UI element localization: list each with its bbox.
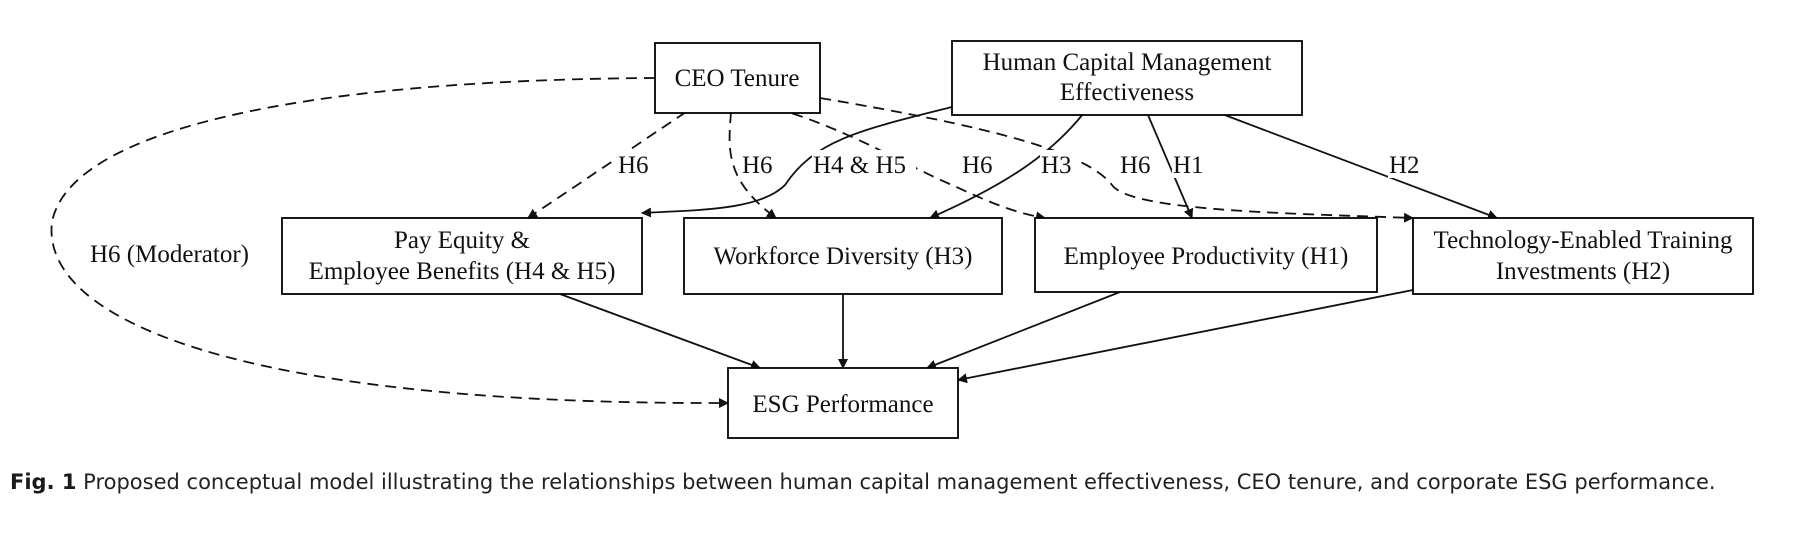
- node-esg-performance-label: ESG Performance: [752, 391, 933, 418]
- node-employee-productivity-label: Employee Productivity (H1): [1064, 243, 1349, 270]
- edge-label-ceo-esg-moderator: H6 (Moderator): [90, 241, 249, 268]
- node-hcm-label-line1: Human Capital Management: [983, 49, 1272, 76]
- node-pay-equity: Pay Equity & Employee Benefits (H4 & H5): [281, 217, 643, 295]
- node-pay-equity-label-line2: Employee Benefits (H4 & H5): [309, 258, 616, 285]
- node-hcm-effectiveness: Human Capital Management Effectiveness: [951, 40, 1303, 116]
- figure-caption: Fig. 1 Proposed conceptual model illustr…: [10, 466, 1770, 499]
- node-esg-performance: ESG Performance: [727, 367, 959, 439]
- edge-training-to-esg: [957, 289, 1414, 384]
- edge-labels: H6 H6 H6 H6 H6 (Moderator) H4 & H5 H3 H1…: [88, 150, 1422, 268]
- node-hcm-label-line2: Effectiveness: [1060, 79, 1194, 106]
- figure-caption-label: Fig. 1: [10, 470, 77, 494]
- edge-label-hcm-workforce: H3: [1041, 152, 1072, 179]
- node-workforce-diversity-label: Workforce Diversity (H3): [713, 243, 972, 270]
- node-training-label-line2: Investments (H2): [1496, 258, 1670, 285]
- edge-hcm-to-workforce-diversity: [929, 113, 1084, 219]
- node-training-label-line1: Technology-Enabled Training: [1434, 227, 1733, 254]
- edge-hcm-to-pay-equity: [641, 106, 953, 218]
- edge-label-ceo-pay: H6: [618, 152, 649, 179]
- edges: [50, 77, 1498, 409]
- node-workforce-diversity: Workforce Diversity (H3): [683, 217, 1003, 295]
- edge-ceo-to-training: [819, 97, 1414, 223]
- edge-ceo-to-pay-equity: [527, 111, 687, 219]
- edge-label-hcm-training: H2: [1389, 152, 1420, 179]
- node-ceo-tenure-label: CEO Tenure: [675, 65, 800, 92]
- conceptual-model-diagram: H6 H6 H6 H6 H6 (Moderator) H4 & H5 H3 H1…: [50, 40, 1754, 439]
- edge-label-ceo-productivity: H6: [962, 152, 993, 179]
- edge-label-hcm-pay: H4 & H5: [813, 152, 906, 179]
- edge-label-ceo-workforce: H6: [742, 152, 773, 179]
- edge-ceo-to-productivity: [774, 107, 1046, 222]
- edge-ceo-to-esg: [50, 77, 729, 409]
- edge-label-ceo-training: H6: [1120, 152, 1151, 179]
- edge-hcm-to-productivity: [1147, 114, 1194, 219]
- edge-label-hcm-productivity: H1: [1173, 152, 1204, 179]
- node-training-investments: Technology-Enabled Training Investments …: [1412, 217, 1754, 295]
- node-employee-productivity: Employee Productivity (H1): [1034, 217, 1378, 293]
- edge-hcm-to-training: [1221, 113, 1498, 220]
- edge-pay-equity-to-esg: [559, 293, 761, 370]
- node-ceo-tenure: CEO Tenure: [654, 42, 821, 114]
- edge-productivity-to-esg: [926, 291, 1121, 370]
- figure-caption-text: Proposed conceptual model illustrating t…: [76, 470, 1716, 494]
- node-pay-equity-label-line1: Pay Equity &: [394, 227, 530, 254]
